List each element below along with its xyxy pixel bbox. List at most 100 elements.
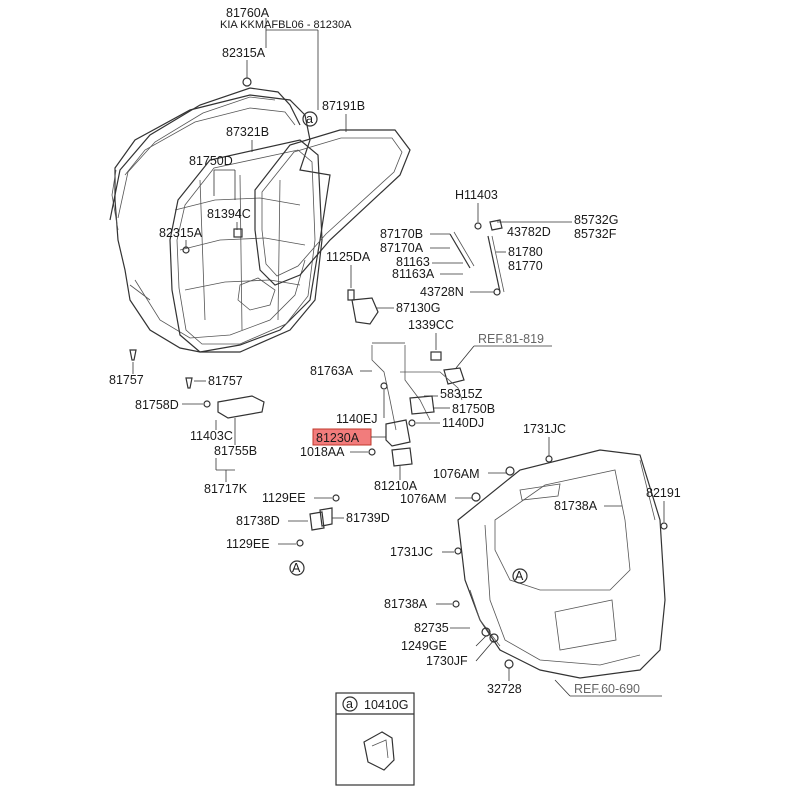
tailgate-outer-panel (457, 449, 666, 679)
cable (400, 371, 463, 401)
clip-icon (242, 77, 252, 87)
inset-box (335, 692, 415, 786)
label-81757-a: 81757 (109, 373, 144, 387)
label-81750B: 81750B (452, 402, 495, 416)
label-81717K: 81717K (204, 482, 248, 496)
label-81757-b: 81757 (208, 374, 243, 388)
leader-line (554, 679, 571, 697)
label-1140DJ: 1140DJ (442, 416, 484, 430)
bracket-icon (443, 367, 465, 385)
inner-trim-panel (111, 94, 331, 353)
label-1018AA: 1018AA (300, 445, 345, 459)
label-81780: 81780 (508, 245, 543, 259)
label-82735: 82735 (414, 621, 449, 635)
weatherstrip-87321b (169, 139, 323, 353)
glass-seal-inner (261, 137, 403, 277)
grommet-icon (504, 659, 514, 669)
hinge-81738d (309, 511, 325, 531)
bolt-icon (408, 419, 416, 427)
latch-switch-81750b (409, 395, 435, 415)
label-1129EE-a: 1129EE (262, 491, 306, 505)
bolt-icon (332, 494, 340, 502)
label-81750D: 81750D (189, 154, 233, 168)
striker-81210a (391, 447, 413, 467)
upper-trim-molding-edge (117, 96, 276, 219)
bolt-icon (380, 382, 388, 390)
tailgate-latch-81230a (385, 419, 411, 447)
cable (404, 345, 431, 421)
label-11403C: 11403C (190, 429, 233, 443)
header-title: KIA KKMAFBL06 - 81230A (220, 19, 352, 31)
marker-a-text: a (306, 112, 313, 126)
label-H11403: H11403 (455, 188, 498, 202)
label-81763A: 81763A (310, 364, 354, 378)
label-82191: 82191 (646, 486, 681, 500)
label-1731JC-top: 1731JC (523, 422, 566, 436)
bolt-icon (660, 522, 668, 530)
label-85732F: 85732F (574, 227, 617, 241)
label-81230A: 81230A (316, 431, 360, 445)
screw-icon (347, 289, 355, 301)
clip-10410g-icon (363, 731, 395, 771)
label-87321B: 87321B (226, 125, 269, 139)
inset-marker-a (342, 696, 358, 712)
label-87170B: 87170B (380, 227, 423, 241)
clip-10410g-detail (371, 739, 389, 759)
gas-strut-right-edge (491, 235, 505, 293)
clip-icon (233, 228, 243, 238)
label-87130G: 87130G (396, 301, 440, 315)
leader-line (455, 345, 475, 369)
label-81738A-a: 81738A (554, 499, 598, 513)
label-1129EE-b: 1129EE (226, 537, 270, 551)
bolt-icon (296, 539, 304, 547)
label-1076AM-b: 1076AM (400, 492, 447, 506)
header-part-number: 81760A (226, 6, 270, 20)
label-82315A-top: 82315A (222, 46, 266, 60)
bolt-icon (454, 547, 462, 555)
bolt-icon (452, 600, 460, 608)
marker-circle-A (512, 568, 528, 584)
inset-marker-a-text: a (346, 697, 353, 711)
label-1339CC: 1339CC (408, 318, 454, 332)
label-1730JF: 1730JF (426, 654, 468, 668)
label-1076AM-a: 1076AM (433, 467, 480, 481)
bumper-icon (489, 633, 499, 643)
bolt-icon (474, 222, 482, 230)
label-81210A: 81210A (374, 479, 418, 493)
bolt-icon (545, 455, 553, 463)
label-43782D: 43782D (507, 225, 551, 239)
label-81755B: 81755B (214, 444, 257, 458)
label-81758D: 81758D (135, 398, 179, 412)
gas-strut-left (449, 233, 471, 269)
bracket-icon (489, 219, 503, 231)
label-81770: 81770 (508, 259, 543, 273)
weatherstrip-inner (176, 149, 316, 345)
label-81163A: 81163A (392, 267, 435, 281)
clip-icon (203, 400, 211, 408)
label-81738A-b: 81738A (384, 597, 428, 611)
screw-icon (129, 349, 137, 361)
marker-circle-A-2 (289, 560, 305, 576)
hinge-81739d (319, 507, 333, 527)
label-87170A: 87170A (380, 241, 424, 255)
label-58315Z: 58315Z (440, 387, 483, 401)
label-81738D: 81738D (236, 514, 280, 528)
label-1125DA: 1125DA (326, 250, 371, 264)
label-87191B: 87191B (322, 99, 365, 113)
label-1140EJ: 1140EJ (336, 412, 377, 426)
clip-icon (430, 351, 442, 361)
label-43728N: 43728N (420, 285, 464, 299)
grommet-icon (505, 466, 515, 476)
grommet-icon (471, 492, 481, 502)
bolt-icon (493, 288, 501, 296)
label-1249GE: 1249GE (401, 639, 447, 653)
cable (371, 345, 397, 431)
label-82315A-mid: 82315A (159, 226, 203, 240)
label-85732G: 85732G (574, 213, 618, 227)
label-81394C: 81394C (207, 207, 251, 221)
bumper-icon (481, 627, 491, 637)
screw-icon (185, 377, 193, 389)
gas-strut-left-edge (453, 231, 475, 267)
